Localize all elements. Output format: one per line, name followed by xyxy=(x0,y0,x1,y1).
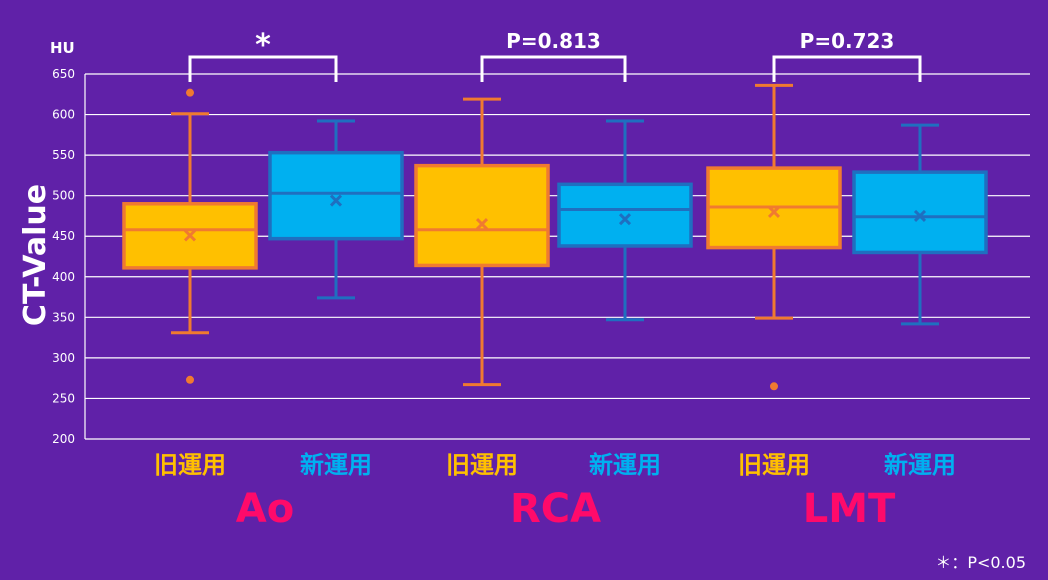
iqr-box xyxy=(557,182,693,248)
significance-label: * xyxy=(255,28,271,63)
mean-marker xyxy=(475,217,489,231)
significance-bracket xyxy=(188,55,338,82)
significance-footnote: ＊：P<0.05 xyxy=(935,553,1026,572)
group-label: Ao xyxy=(236,486,294,532)
y-tick-label: 550 xyxy=(52,148,75,162)
y-tick-label: 500 xyxy=(52,189,75,203)
box-lmt-old xyxy=(706,83,842,391)
mean-marker xyxy=(183,229,197,242)
y-tick-label: 650 xyxy=(52,67,75,81)
outlier-point xyxy=(186,88,194,97)
box-ao-old xyxy=(122,88,258,384)
y-axis-label: CT-Value xyxy=(18,184,53,326)
y-tick-label: 250 xyxy=(52,391,75,405)
y-tick-label: 300 xyxy=(52,351,75,365)
mean-marker xyxy=(767,205,781,218)
mean-marker xyxy=(329,194,343,207)
category-label: 旧運用 xyxy=(738,451,810,479)
y-tick-label: 450 xyxy=(52,229,75,243)
significance-bracket xyxy=(480,55,627,82)
significance-label: P=0.813 xyxy=(506,29,601,53)
mean-marker xyxy=(913,209,927,223)
iqr-box xyxy=(414,163,550,268)
significance-label: P=0.723 xyxy=(800,29,895,53)
y-tick-label: 350 xyxy=(52,310,75,324)
box-rca-old xyxy=(414,97,550,387)
group-lmt xyxy=(706,83,988,391)
category-label: 新運用 xyxy=(300,451,372,479)
y-tick-label: 400 xyxy=(52,270,75,284)
mean-marker xyxy=(618,213,632,226)
category-label: 新運用 xyxy=(884,451,956,479)
iqr-box xyxy=(268,150,404,241)
box-lmt-new xyxy=(852,123,988,326)
group-label: RCA xyxy=(510,486,601,532)
box-rca-new xyxy=(557,119,693,322)
outlier-point xyxy=(770,382,778,391)
outlier-point xyxy=(186,375,194,384)
iqr-box xyxy=(852,170,988,255)
y-unit-label: HU xyxy=(50,39,75,57)
category-label: 旧運用 xyxy=(446,451,518,479)
group-rca xyxy=(414,97,693,387)
y-tick-label: 200 xyxy=(52,432,75,446)
significance-bracket xyxy=(772,55,922,82)
group-ao xyxy=(122,88,404,384)
y-tick-label: 600 xyxy=(52,108,75,122)
box-ao-new xyxy=(268,119,404,300)
group-label: LMT xyxy=(803,486,896,532)
category-label: 旧運用 xyxy=(154,451,226,479)
category-label: 新運用 xyxy=(589,451,661,479)
